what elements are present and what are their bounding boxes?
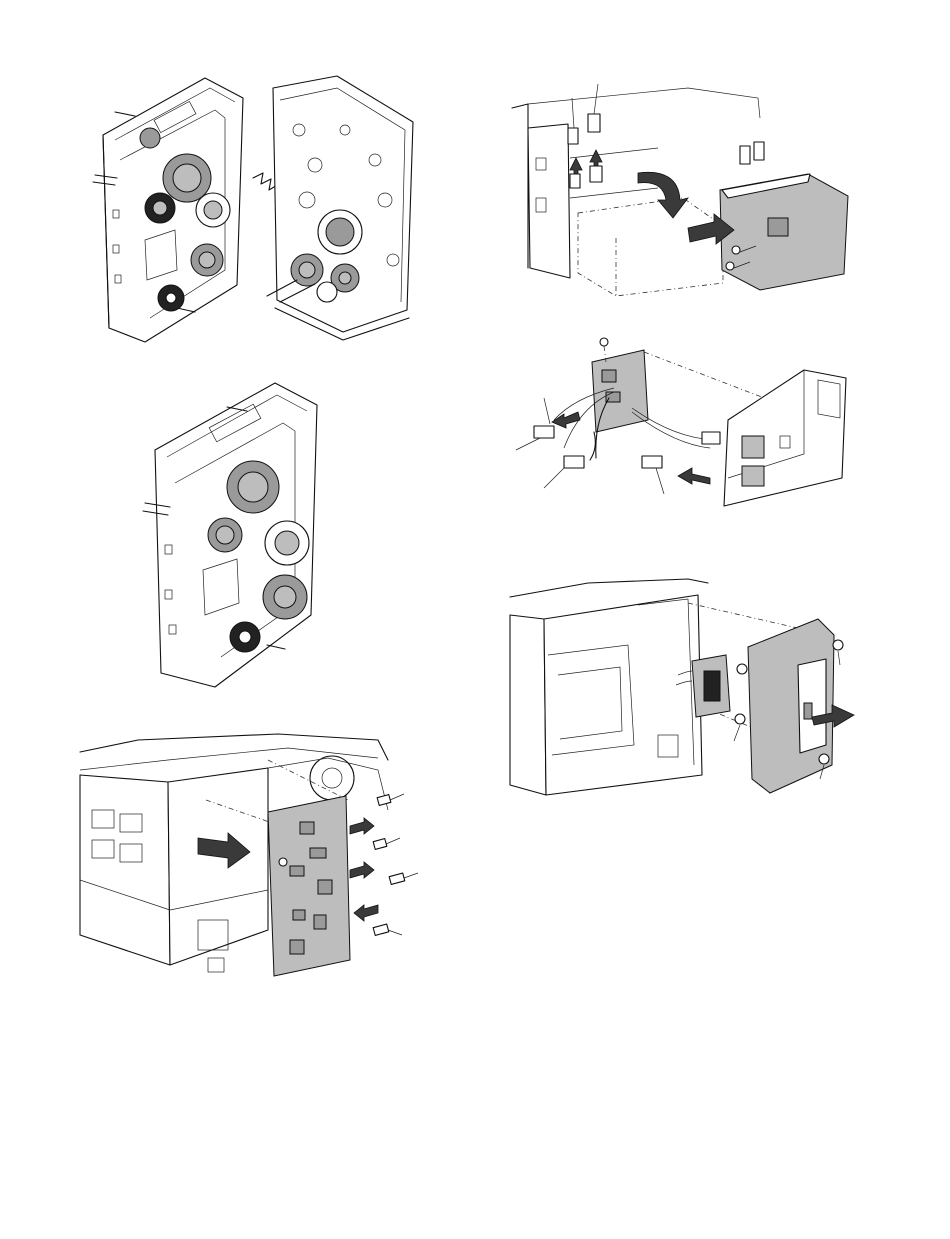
figure-drive-frame-exploded [75, 70, 425, 360]
pwb-removal-icon [78, 730, 426, 1000]
gear-frame-exploded-icon [75, 70, 425, 360]
power-unit-removal-icon [508, 78, 858, 300]
side-cover-removal-icon [508, 575, 858, 797]
figure-drive-frame-assembled [135, 375, 355, 695]
figure-pwb-removal [78, 730, 426, 1000]
power-unit-connectors-icon [514, 328, 854, 510]
figure-power-unit-connectors [514, 328, 854, 510]
figure-power-unit-removal [508, 78, 858, 300]
figure-side-cover-removal [508, 575, 858, 797]
gear-frame-assembled-icon [135, 375, 355, 695]
